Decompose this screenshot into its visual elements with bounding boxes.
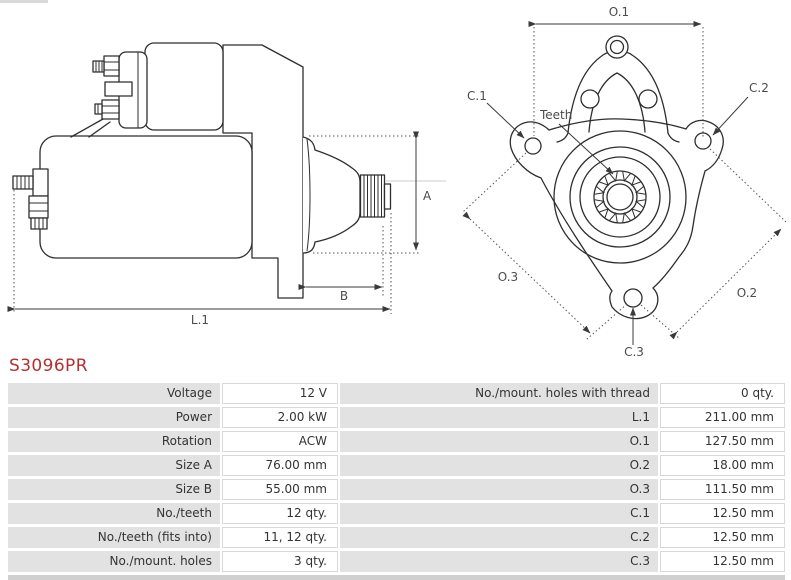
scan-artifact	[0, 0, 48, 3]
table-row-cutoff	[8, 575, 785, 580]
solenoid	[118, 42, 224, 131]
spec-label: C.2	[340, 527, 658, 548]
mounting-hole-top-right	[694, 132, 712, 150]
spec-label: No./teeth	[8, 503, 220, 524]
spec-value: 12.50 mm	[660, 503, 785, 524]
spec-label: C.3	[340, 551, 658, 572]
arch-left-hole	[580, 89, 600, 109]
dim-label-c2: C.2	[749, 81, 769, 95]
arch-right-hole	[638, 89, 658, 109]
spec-value: 2.00 kW	[222, 407, 338, 428]
spec-label: No./mount. holes with thread	[340, 383, 658, 404]
leader-c1: C.1	[467, 89, 525, 139]
spec-label: O.2	[340, 455, 658, 476]
dimension-l1: L.1	[7, 190, 392, 327]
spec-value: 12.50 mm	[660, 551, 785, 572]
dimension-o2: O.2	[640, 148, 787, 340]
side-view-drawing: A B L.1	[7, 42, 446, 327]
table-row: No./teeth (fits into)11, 12 qty.	[8, 527, 338, 548]
spec-label: No./teeth (fits into)	[8, 527, 220, 548]
spec-value: 211.00 mm	[660, 407, 785, 428]
spec-value: 11, 12 qty.	[222, 527, 338, 548]
leader-c3: C.3	[624, 307, 644, 356]
leader-c2: C.2	[712, 81, 769, 136]
spec-label: O.3	[340, 479, 658, 500]
spec-value: 3 qty.	[222, 551, 338, 572]
spec-label: O.1	[340, 431, 658, 452]
spec-value: 18.00 mm	[660, 455, 785, 476]
mounting-hole-bottom	[623, 288, 643, 308]
gear-teeth	[594, 171, 646, 223]
pinion-gear-side	[359, 174, 392, 218]
dim-label-o3: O.3	[498, 270, 518, 284]
spec-label: C.1	[340, 503, 658, 524]
spec-value: 76.00 mm	[222, 455, 338, 476]
dimension-b: B	[298, 226, 384, 303]
dim-label-l1: L.1	[191, 313, 209, 327]
technical-drawing: A B L.1	[7, 5, 787, 356]
arch-top-boss	[605, 35, 629, 59]
bell-joint-line	[306, 138, 311, 252]
dimension-o3: O.3	[462, 152, 628, 341]
rear-studs	[12, 168, 49, 230]
spec-label: Rotation	[8, 431, 220, 452]
dim-label-b: B	[340, 289, 348, 303]
top-arch	[556, 35, 680, 143]
spec-value: 12 V	[222, 383, 338, 404]
spec-value: 0 qty.	[660, 383, 785, 404]
spec-value: 12 qty.	[222, 503, 338, 524]
spec-value: 127.50 mm	[660, 431, 785, 452]
dimension-o1: O.1	[528, 5, 704, 139]
shaft-hole	[606, 183, 634, 211]
spec-label: Size B	[8, 479, 220, 500]
spec-value: ACW	[222, 431, 338, 452]
spec-value: 111.50 mm	[660, 479, 785, 500]
spec-label: Size A	[8, 455, 220, 476]
center-bore	[553, 130, 687, 264]
dim-label-c1: C.1	[467, 89, 487, 103]
arch-top-hole	[609, 39, 625, 55]
leader-teeth: Teeth	[539, 108, 614, 175]
spec-label: L.1	[340, 407, 658, 428]
dim-label-o2: O.2	[737, 286, 757, 300]
terminal-strap	[70, 118, 111, 138]
dim-label-c3: C.3	[624, 345, 644, 356]
front-view-drawing: O.1 O.3 O.2 C.1 C.2 C.3	[462, 5, 787, 356]
pinion-outer-ring	[593, 170, 647, 224]
spec-label: Voltage	[8, 383, 220, 404]
dimension-a: A	[309, 131, 432, 254]
part-number: S3096PR	[9, 356, 88, 376]
mounting-hole-top-left	[524, 137, 542, 155]
motor-body	[39, 135, 253, 259]
spec-value: 12.50 mm	[660, 527, 785, 548]
spec-label: No./mount. holes	[8, 551, 220, 572]
dim-label-o1: O.1	[609, 5, 629, 19]
drive-end-housing	[222, 44, 304, 299]
dim-label-teeth: Teeth	[539, 108, 572, 122]
spec-value: 55.00 mm	[222, 479, 338, 500]
spec-label: Power	[8, 407, 220, 428]
solenoid-terminals	[70, 55, 133, 138]
dim-label-a: A	[423, 189, 432, 203]
bell-housing	[302, 136, 361, 254]
